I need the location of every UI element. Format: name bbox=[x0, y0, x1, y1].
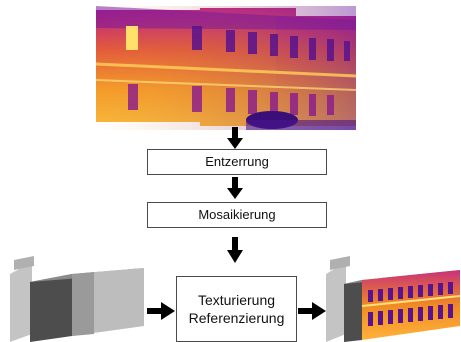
step-texturing-box: Texturierung Referenzierung bbox=[176, 276, 297, 342]
arrow-down-3 bbox=[227, 237, 243, 263]
arrow-right-2 bbox=[298, 302, 326, 320]
step-mosaicking-label: Mosaikierung bbox=[198, 207, 276, 222]
step-referencing-label: Referenzierung bbox=[188, 310, 285, 326]
step-texturing-label: Texturierung bbox=[197, 292, 276, 308]
thermal-image-mosaic bbox=[95, 6, 357, 130]
building-model-untextured bbox=[10, 256, 144, 342]
arrow-right-1 bbox=[147, 302, 175, 320]
arrow-down-1 bbox=[227, 127, 243, 149]
step-mosaicking-box: Mosaikierung bbox=[147, 202, 327, 228]
arrow-down-2 bbox=[227, 177, 243, 199]
building-model-textured bbox=[326, 256, 461, 342]
step-rectification-box: Entzerrung bbox=[147, 149, 327, 175]
step-rectification-label: Entzerrung bbox=[205, 154, 269, 169]
